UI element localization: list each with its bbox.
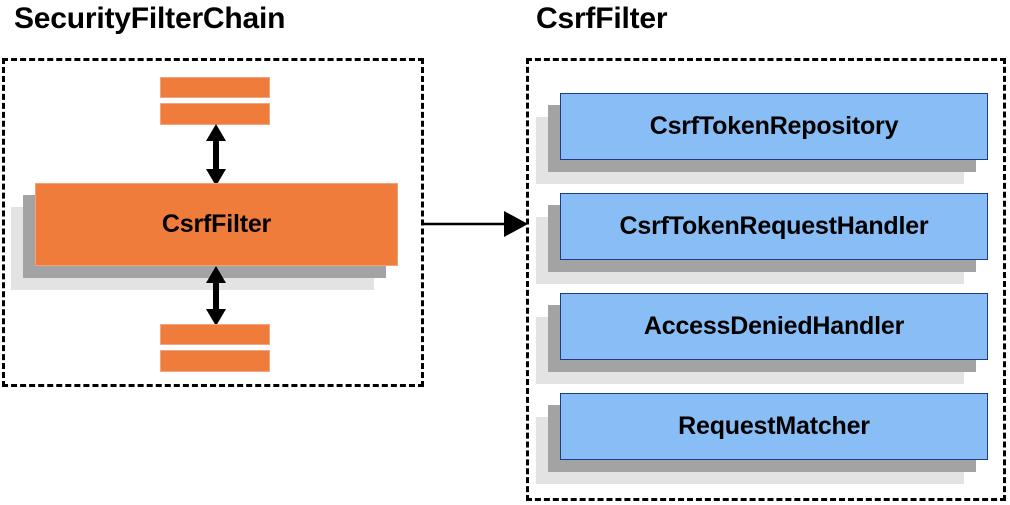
node-label-csrf-token-repository: CsrfTokenRepository xyxy=(649,112,899,140)
panel-link-arrow xyxy=(424,211,528,237)
node-csrf-token-repository[interactable]: CsrfTokenRepository xyxy=(536,93,988,184)
csrf-filter-components-panel xyxy=(526,58,1006,501)
arrow-up-down-above xyxy=(206,124,226,186)
node-face: AccessDeniedHandler xyxy=(560,293,988,360)
node-face: CsrfTokenRepository xyxy=(560,93,988,160)
node-csrf-filter[interactable]: CsrfFilter xyxy=(11,183,398,290)
node-label-csrf-token-request-handler: CsrfTokenRequestHandler xyxy=(619,212,929,240)
node-label-access-denied-handler: AccessDeniedHandler xyxy=(643,312,905,340)
panel-title-security-filter-chain: SecurityFilterChain xyxy=(14,2,286,35)
arrow-up-down-below xyxy=(206,266,226,326)
node-face: CsrfTokenRequestHandler xyxy=(560,193,988,260)
filter-bar-above-1 xyxy=(160,77,270,98)
filter-bar-above-2 xyxy=(160,103,270,125)
filter-bar-below-2 xyxy=(160,350,270,372)
security-filter-chain-panel xyxy=(2,58,424,387)
node-csrf-token-request-handler[interactable]: CsrfTokenRequestHandler xyxy=(536,193,988,284)
panel-title-csrf-filter: CsrfFilter xyxy=(536,2,668,35)
node-label-csrf-filter: CsrfFilter xyxy=(161,210,272,238)
node-access-denied-handler[interactable]: AccessDeniedHandler xyxy=(536,293,988,384)
node-label-request-matcher: RequestMatcher xyxy=(678,412,870,440)
node-request-matcher[interactable]: RequestMatcher xyxy=(536,393,988,484)
node-face: RequestMatcher xyxy=(560,393,988,460)
filter-bar-below-1 xyxy=(160,324,270,345)
node-face: CsrfFilter xyxy=(35,183,398,266)
